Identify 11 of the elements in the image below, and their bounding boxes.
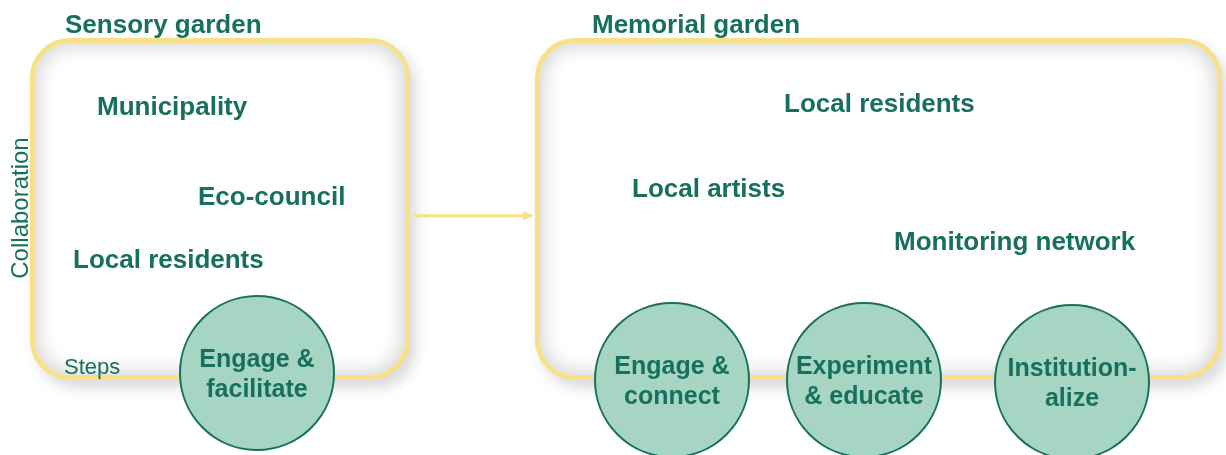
stakeholder-label: Eco-council: [198, 183, 346, 209]
stakeholder-label: Local residents: [784, 90, 975, 116]
axis-label: Collaboration: [8, 137, 32, 279]
axis-label: Steps: [64, 356, 121, 378]
panel-heading: Sensory garden: [65, 11, 262, 37]
panel-heading: Memorial garden: [592, 11, 801, 37]
stakeholder-label: Monitoring network: [894, 228, 1136, 254]
stakeholder-label: Municipality: [97, 93, 248, 119]
stakeholder-label: Local artists: [632, 175, 786, 201]
stakeholder-label: Local residents: [73, 246, 264, 272]
arrow: [414, 210, 533, 221]
